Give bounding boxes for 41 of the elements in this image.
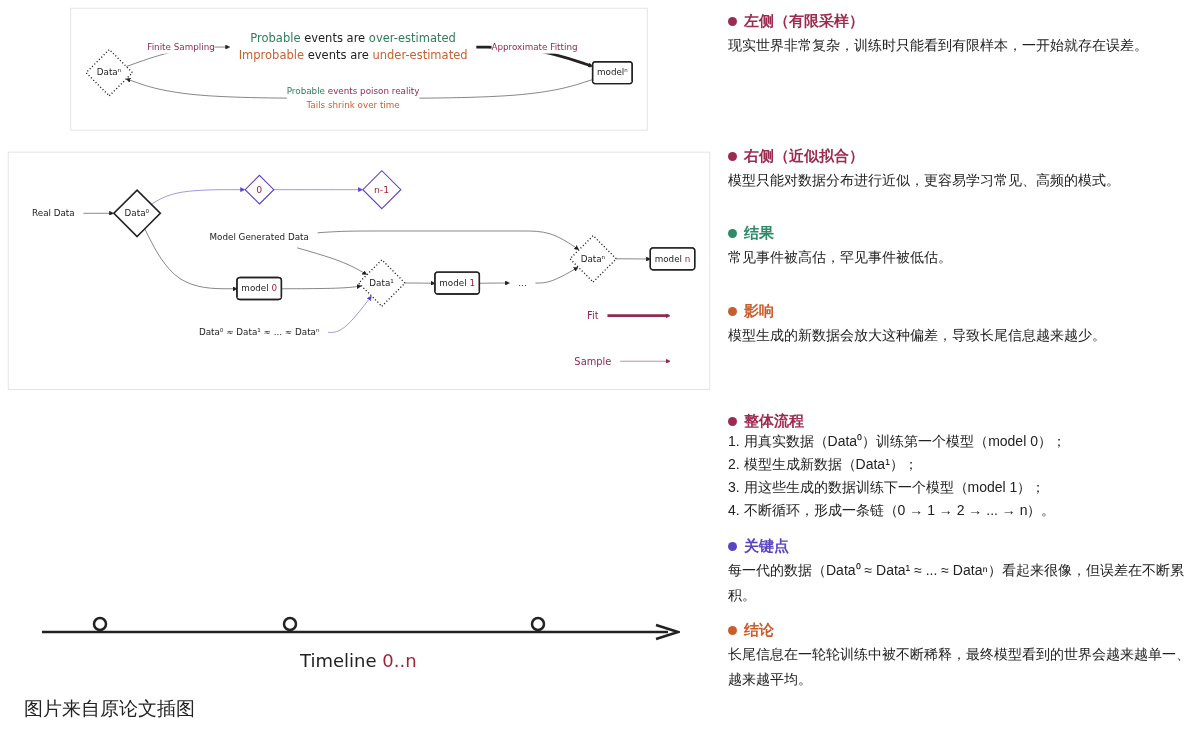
list-item: 3. 用这些生成的数据训练下一个模型（model 1）； <box>728 478 1047 497</box>
dotted-diamond-node: Data¹ <box>357 258 406 308</box>
section-heading: 关键点 <box>744 537 789 555</box>
body-text: 常见事件被高估，罕见事件被低估。 <box>728 248 953 267</box>
body-text: 长尾信息在一轮轮训练中被不断稀释，最终模型看到的世界会越来越单一、越来越平均。 <box>728 645 1190 689</box>
dotted-diamond-node: Dataⁿ <box>85 48 134 97</box>
section-heading: 影响 <box>744 302 774 320</box>
section-heading: 结果 <box>744 224 774 242</box>
body-text: 每一代的数据（Data⁰ ≈ Data¹ ≈ ... ≈ Dataⁿ）看起来很像，但误差在不断累积。 <box>728 561 1185 605</box>
diamond-node: Data⁰ <box>112 188 162 238</box>
list-item: 2. 模型生成新数据（Data¹）； <box>728 455 919 474</box>
tag-diamond: 0 <box>244 174 275 205</box>
panel <box>70 7 648 131</box>
rounded-box: model 1 <box>434 271 481 295</box>
rounded-box: model 0 <box>236 276 283 301</box>
annotation-text: Fit <box>587 310 599 322</box>
edge-label: Approximate Fitting <box>491 40 578 54</box>
caption: 图片来自原论文插图 <box>24 697 195 721</box>
annotation-text: Real Data <box>32 207 75 219</box>
annotation-text: Probable events are over-estimated Improbable events are under-estimated <box>238 31 468 62</box>
annotation-text: Sample <box>574 355 612 367</box>
body-text: 模型只能对数据分布进行近似，更容易学习常见、高频的模式。 <box>728 171 1121 190</box>
rounded-box: model n <box>649 247 696 271</box>
section-heading: 右侧（近似拟合） <box>744 147 864 165</box>
section-heading: 整体流程 <box>744 412 804 430</box>
body-text: 模型生成的新数据会放大这种偏差，导致长尾信息越来越少。 <box>728 326 1107 345</box>
edge-label: Finite Sampling <box>147 40 215 54</box>
panel <box>7 151 711 390</box>
body-text: 现实世界非常复杂，训练时只能看到有限样本，一开始就存在误差。 <box>728 36 1149 55</box>
dotted-diamond-node: Dataⁿ <box>569 234 618 283</box>
arrow <box>607 313 671 319</box>
list-item: 1. 用真实数据（Data⁰）训练第一个模型（model 0）； <box>728 432 1067 451</box>
timeline-label: Timeline 0..n <box>300 650 417 671</box>
rounded-box: modelⁿ <box>591 61 633 85</box>
annotation-text: Model Generated Data <box>209 231 309 242</box>
annotation-text: Data⁰ ≈ Data¹ ≈ ... ≈ Dataⁿ <box>198 326 320 338</box>
annotation-text: ... <box>518 277 527 288</box>
section-heading: 结论 <box>744 621 774 639</box>
tag-diamond: n-1 <box>362 169 402 210</box>
list-item: 4. 不断循环，形成一条链（0 → 1 → 2 → ... → n）。 <box>728 501 1057 520</box>
section-heading: 左侧（有限采样） <box>744 12 864 30</box>
